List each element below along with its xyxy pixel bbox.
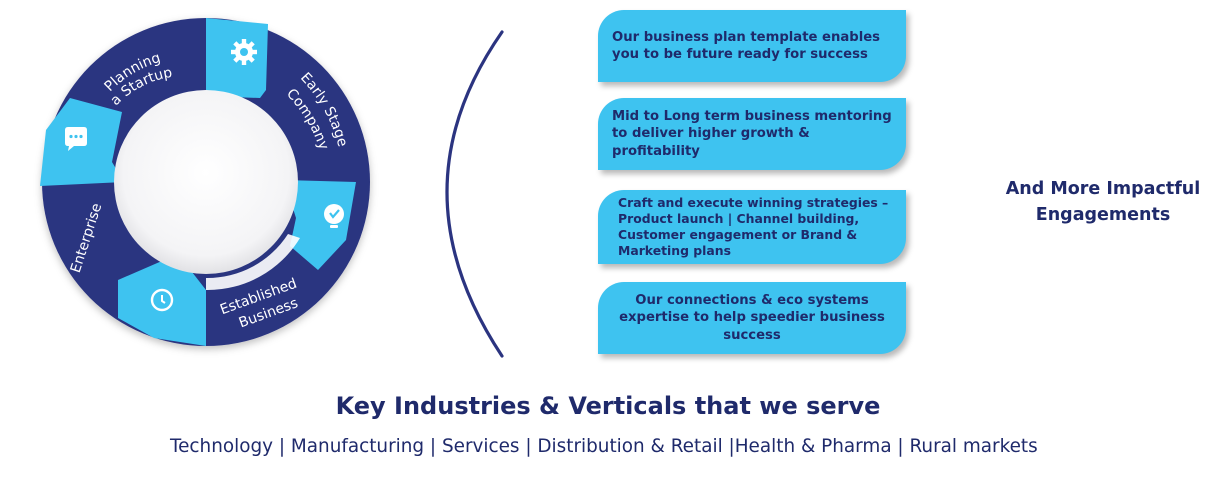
service-text: Our business plan template enables you t… [612, 29, 881, 62]
industries-heading: Key Industries & Verticals that we serve [335, 392, 881, 420]
more-engagements-text: And More Impactful Engagements [1005, 179, 1201, 226]
business-cycle-diagram: Planning a Startup Early Stage Company E… [40, 18, 504, 358]
service-text: Mid to Long term business mentoring to d… [612, 109, 892, 159]
service-card: Our connections & eco systems expertise … [598, 282, 906, 354]
service-card: Mid to Long term business mentoring to d… [598, 98, 906, 170]
gear-icon [231, 39, 257, 65]
service-text: Craft and execute winning strategies – P… [618, 195, 889, 258]
lightbulb-icon [324, 204, 344, 228]
service-card: Our business plan template enables you t… [598, 10, 906, 82]
service-text: Our connections & eco systems expertise … [619, 293, 885, 343]
ring-block-right [284, 180, 356, 270]
service-card: Craft and execute winning strategies – P… [598, 190, 906, 264]
chat-bubble-icon [65, 127, 87, 151]
clock-icon [150, 288, 174, 312]
industries-list: Technology | Manufacturing | Services | … [170, 436, 1038, 457]
bracket-arc [445, 30, 504, 358]
